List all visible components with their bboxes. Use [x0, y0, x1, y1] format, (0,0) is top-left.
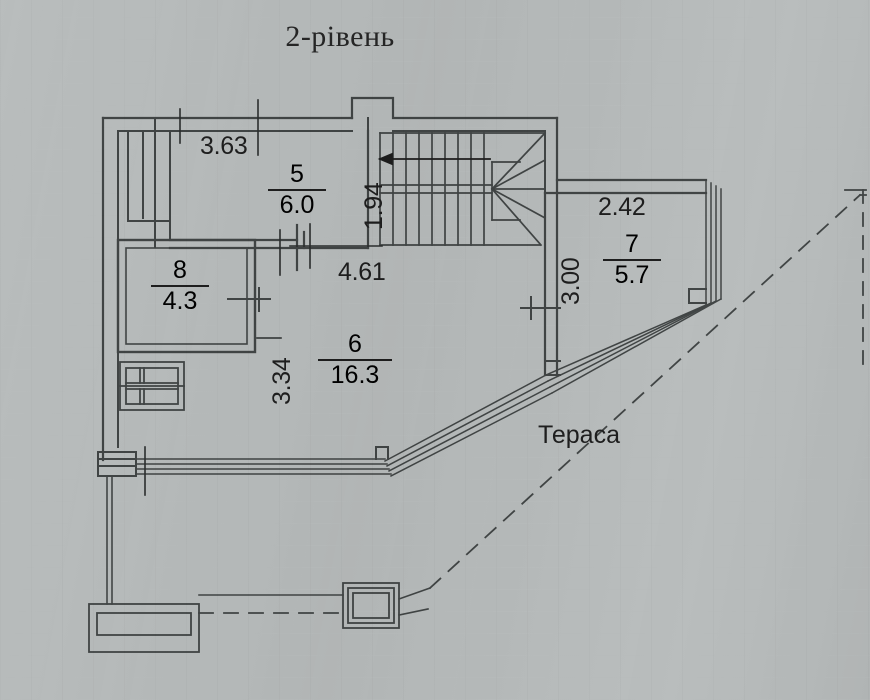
terrace-entry-opening	[97, 451, 137, 477]
room-7-rule	[603, 259, 661, 261]
terrace-railing-diagonal	[383, 297, 723, 478]
room-label-7: 7 5.7	[600, 232, 664, 288]
room-8-number: 8	[173, 256, 187, 284]
room-7-wall-jog	[688, 288, 707, 304]
room-5-number: 5	[290, 160, 304, 188]
page-title: 2-рівень	[285, 20, 395, 53]
left-wall-notch	[127, 130, 171, 222]
room-8-rule	[151, 285, 209, 287]
dimension-label-3-34: 3.34	[268, 357, 296, 405]
terrace-dashed-boundary	[198, 193, 867, 614]
dimension-label-2-42: 2.42	[598, 193, 646, 221]
room-label-6: 6 16.3	[315, 332, 395, 388]
room-6-area: 16.3	[330, 361, 380, 389]
terrace-label: Тераса	[538, 421, 620, 449]
room-5-area: 6.0	[279, 191, 315, 219]
terrace-railing-bottom-horizontal	[135, 458, 392, 475]
staircase	[379, 131, 547, 247]
terrace-railing-post	[375, 446, 389, 460]
room-8-area: 4.3	[162, 287, 198, 315]
room-8-door-symbol	[227, 287, 271, 312]
dimension-label-3-00: 3.00	[557, 257, 585, 305]
dimension-label-1-94: 1.94	[360, 182, 388, 230]
room-7-door-symbol	[520, 296, 561, 320]
room-6-rule	[318, 359, 392, 361]
stair-direction-arrow	[377, 152, 491, 166]
dimension-line-4-61	[279, 223, 383, 276]
room-7-walls	[543, 178, 708, 377]
lower-projection-lines	[106, 475, 113, 605]
left-window-detail	[119, 361, 185, 411]
dimension-label-3-63: 3.63	[200, 132, 248, 160]
outer-wall-outline	[101, 96, 708, 462]
dimension-label-4-61: 4.61	[338, 258, 386, 286]
lower-left-element	[88, 603, 200, 653]
terrace-railing-right-vertical	[705, 179, 722, 306]
room-5-rule	[268, 189, 326, 191]
room-5-6-partition	[168, 238, 299, 250]
room-label-5: 5 6.0	[265, 162, 329, 218]
upper-left-partition	[154, 117, 171, 248]
lower-square-element	[342, 582, 400, 629]
room-6-number: 6	[348, 330, 362, 358]
room-label-8: 8 4.3	[148, 258, 212, 314]
room-7-area: 5.7	[614, 261, 650, 289]
lower-connector-lines	[198, 586, 432, 616]
dimension-ticks	[144, 99, 282, 496]
room-7-number: 7	[625, 230, 639, 258]
